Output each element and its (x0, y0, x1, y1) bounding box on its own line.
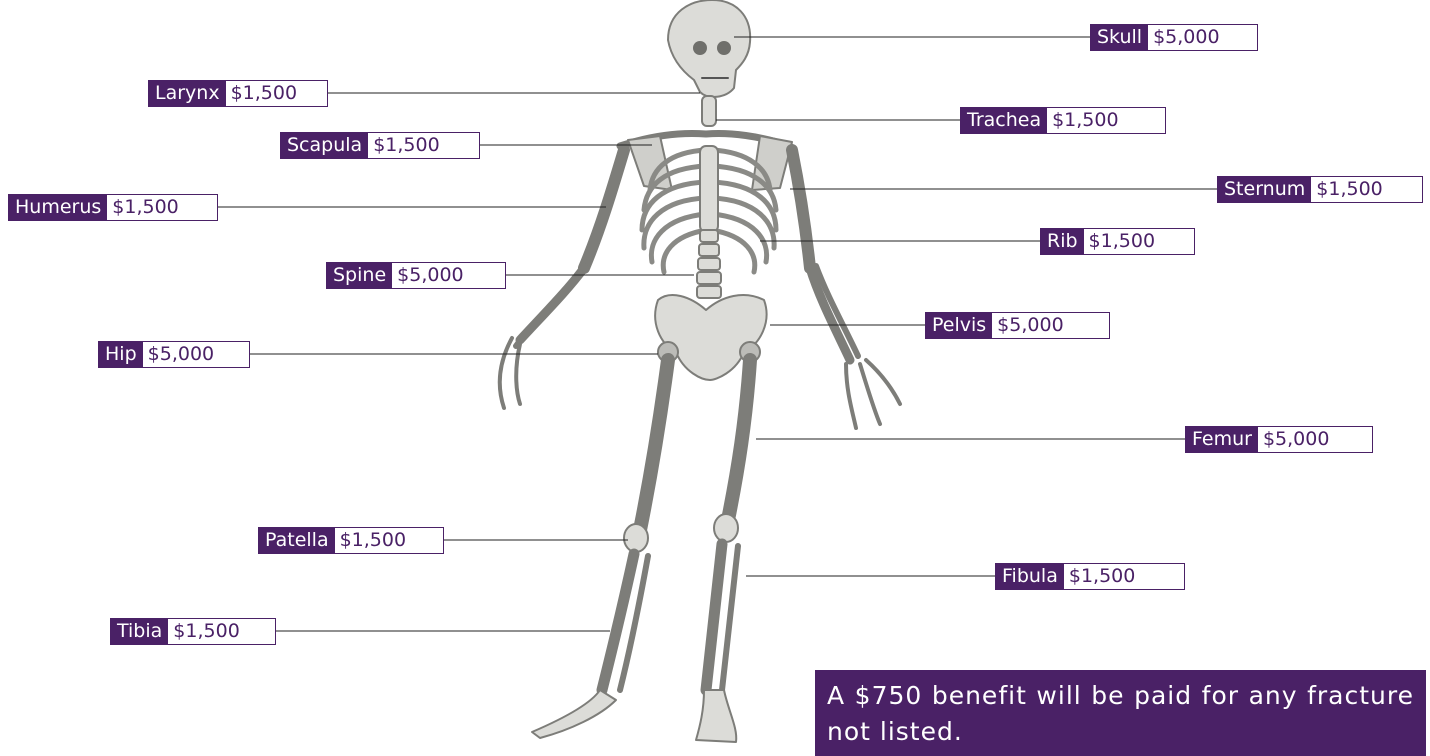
label-larynx-name: Larynx (149, 81, 226, 106)
label-spine-name: Spine (327, 263, 392, 288)
label-sternum-amount: $1,500 (1311, 177, 1387, 202)
label-pelvis-amount: $5,000 (992, 313, 1068, 338)
label-scapula-name: Scapula (281, 133, 368, 158)
label-spine-amount: $5,000 (392, 263, 468, 288)
label-tibia-amount: $1,500 (168, 619, 244, 644)
label-rib-amount: $1,500 (1084, 229, 1160, 254)
label-tibia-name: Tibia (111, 619, 168, 644)
label-scapula: Scapula$1,500 (280, 132, 480, 159)
label-fibula: Fibula$1,500 (995, 563, 1185, 590)
label-femur-name: Femur (1186, 427, 1258, 452)
label-femur-amount: $5,000 (1258, 427, 1334, 452)
label-sternum: Sternum$1,500 (1217, 176, 1423, 203)
label-trachea: Trachea$1,500 (960, 107, 1166, 134)
label-trachea-amount: $1,500 (1047, 108, 1123, 133)
label-scapula-amount: $1,500 (368, 133, 444, 158)
label-femur: Femur$5,000 (1185, 426, 1373, 453)
label-fibula-amount: $1,500 (1064, 564, 1140, 589)
label-skull-amount: $5,000 (1148, 25, 1224, 50)
label-larynx-amount: $1,500 (226, 81, 302, 106)
label-patella-amount: $1,500 (335, 528, 411, 553)
label-fibula-name: Fibula (996, 564, 1064, 589)
label-tibia: Tibia$1,500 (110, 618, 276, 645)
label-patella: Patella$1,500 (258, 527, 444, 554)
label-humerus: Humerus$1,500 (8, 194, 218, 221)
label-rib-name: Rib (1041, 229, 1084, 254)
label-patella-name: Patella (259, 528, 335, 553)
label-skull: Skull$5,000 (1090, 24, 1258, 51)
label-pelvis-name: Pelvis (926, 313, 992, 338)
label-trachea-name: Trachea (961, 108, 1047, 133)
label-humerus-name: Humerus (9, 195, 107, 220)
label-rib: Rib$1,500 (1040, 228, 1195, 255)
label-spine: Spine$5,000 (326, 262, 506, 289)
label-humerus-amount: $1,500 (107, 195, 183, 220)
label-skull-name: Skull (1091, 25, 1148, 50)
label-pelvis: Pelvis$5,000 (925, 312, 1110, 339)
label-hip-amount: $5,000 (143, 342, 219, 367)
unlisted-fracture-note: A $750 benefit will be paid for any frac… (815, 670, 1426, 756)
label-larynx: Larynx$1,500 (148, 80, 328, 107)
label-hip: Hip$5,000 (98, 341, 250, 368)
label-sternum-name: Sternum (1218, 177, 1311, 202)
label-hip-name: Hip (99, 342, 143, 367)
